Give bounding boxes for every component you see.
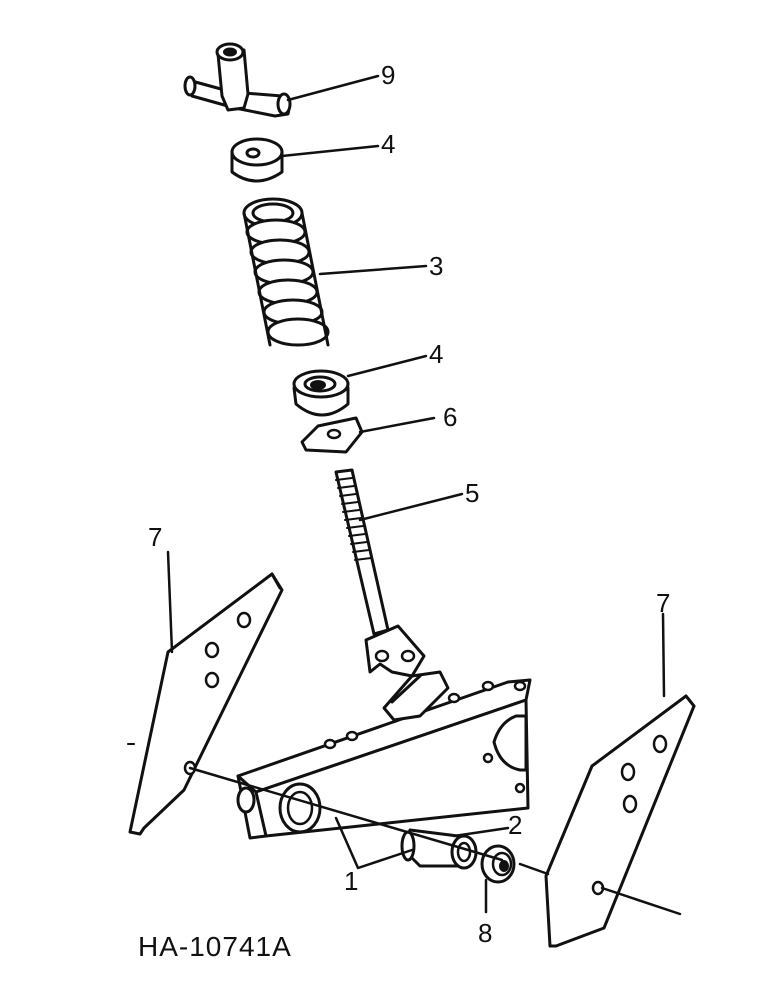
leader-lines <box>166 74 682 916</box>
flat-plate <box>300 416 364 454</box>
callout-spring-cup-lower: 4 <box>429 339 443 369</box>
side-plate-left <box>127 572 284 836</box>
callout-tee-handle: 9 <box>381 60 395 90</box>
callout-spring-cup-upper: 4 <box>381 129 395 159</box>
spring-cup-lower <box>292 369 350 417</box>
callout-spring: 3 <box>429 251 443 281</box>
callout-plate: 6 <box>443 402 457 432</box>
side-plate-right <box>544 694 696 948</box>
callout-side-plate-left: 7 <box>148 522 162 552</box>
callout-bushing: 2 <box>508 810 522 840</box>
callout-arm: 1 <box>344 866 358 896</box>
spring-cup-upper <box>230 137 284 183</box>
figure-id: HA-10741A <box>138 931 292 962</box>
callout-side-plate-right: 7 <box>656 588 670 618</box>
tee-handle <box>183 42 292 118</box>
coil-spring <box>242 197 330 347</box>
arm-bracket <box>236 670 532 840</box>
washer <box>480 844 516 884</box>
threaded-rod <box>334 468 426 678</box>
callout-washer: 8 <box>478 918 492 948</box>
callout-rod: 5 <box>465 478 479 508</box>
